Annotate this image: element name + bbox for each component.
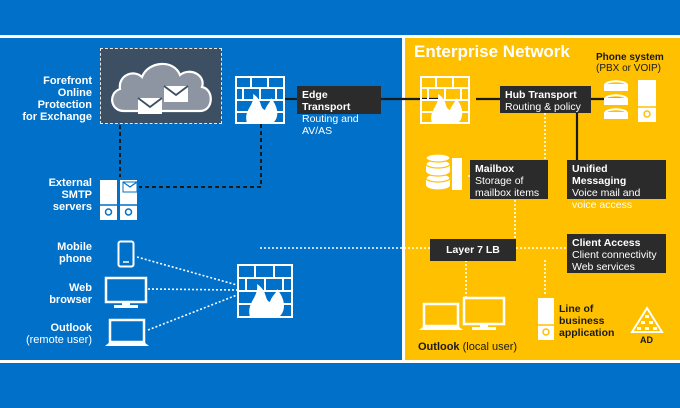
frame-divider-line	[402, 38, 405, 360]
lob-label: Line of business application	[559, 303, 615, 339]
frame-bottom-line	[0, 360, 680, 363]
smtp-label: External SMTP servers	[48, 177, 92, 213]
outlook-local-title: Outlook	[418, 341, 460, 353]
unified-messaging-box: Unified Messaging Voice mail and voice a…	[567, 160, 666, 211]
telephone-icon	[604, 80, 628, 91]
phone-icon	[117, 240, 135, 268]
server-icon	[638, 80, 656, 122]
envelope-icon	[122, 181, 138, 193]
client-access-box: Client Access Client connectivity Web se…	[567, 234, 666, 273]
outlook-remote-title: Outlook	[50, 322, 92, 334]
edge-transport-title: Edge Transport	[302, 89, 351, 113]
phone-system-sub: (PBX or VOIP)	[596, 63, 662, 74]
mailbox-title: Mailbox	[475, 163, 515, 175]
monitor-icon	[462, 296, 506, 330]
mailbox-sub: Storage of mailbox items	[475, 175, 540, 199]
layer7-lb-box: Layer 7 LB	[430, 239, 516, 261]
hub-transport-title: Hub Transport	[505, 89, 577, 101]
firewall-icon	[237, 264, 293, 318]
monitor-icon	[104, 276, 148, 308]
envelope-icon	[137, 97, 163, 114]
outlook-remote-sub: (remote user)	[25, 334, 92, 346]
firewall-icon	[420, 76, 470, 124]
eop-label: Forefront Online Protection for Exchange	[22, 75, 92, 123]
phone-system-label: Phone system (PBX or VOIP)	[596, 52, 680, 74]
client-access-sub: Client connectivity Web services	[572, 249, 657, 273]
laptop-icon	[419, 302, 463, 330]
frame-top-line	[0, 35, 680, 38]
ad-pyramid-icon	[630, 306, 664, 333]
laptop-icon	[105, 318, 149, 346]
unified-messaging-title: Unified Messaging	[572, 163, 627, 187]
unified-messaging-sub: Voice mail and voice access	[572, 187, 641, 211]
outlook-local-sub: (local user)	[462, 341, 518, 353]
mobile-label: Mobile phone	[57, 241, 92, 265]
edge-transport-sub: Routing and AV/AS	[302, 113, 359, 137]
outlook-local-label: Outlook (local user)	[418, 341, 517, 353]
ad-label: AD	[640, 335, 653, 345]
layer7-lb-title: Layer 7 LB	[446, 244, 500, 256]
mailbox-box: Mailbox Storage of mailbox items	[470, 160, 548, 199]
outlook-remote-label: Outlook (remote user)	[20, 322, 92, 346]
web-browser-label: Web browser	[49, 282, 92, 306]
telephone-icon	[604, 108, 628, 119]
phone-system-title: Phone system	[596, 52, 664, 63]
enterprise-network-title: Enterprise Network	[414, 42, 570, 61]
telephone-icon	[604, 94, 628, 105]
hub-transport-sub: Routing & policy	[505, 101, 581, 113]
edge-transport-box: Edge Transport Routing and AV/AS	[297, 86, 381, 137]
envelope-icon	[163, 85, 189, 102]
server-icon	[538, 298, 554, 340]
firewall-icon	[235, 76, 285, 124]
hub-transport-box: Hub Transport Routing & policy	[500, 86, 591, 113]
client-access-title: Client Access	[572, 237, 641, 249]
database-icon	[425, 153, 462, 191]
